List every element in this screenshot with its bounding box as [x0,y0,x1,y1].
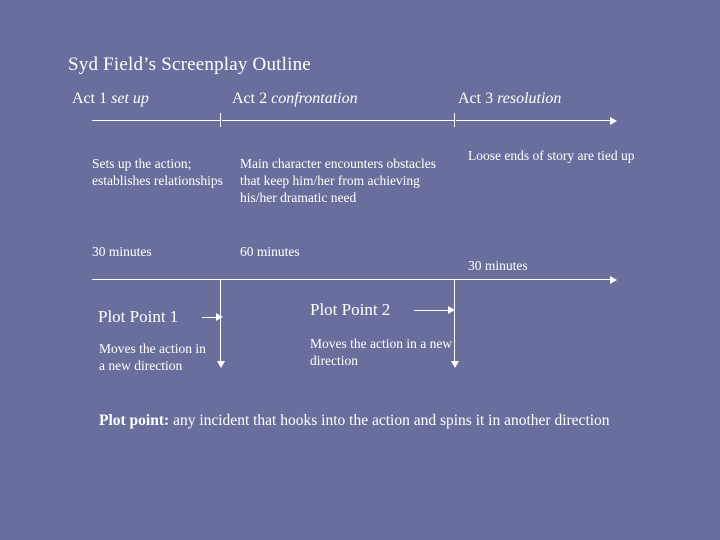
arrow-right-icon [448,306,455,314]
act-1-description: Sets up the action; establishes relation… [92,156,223,188]
act-2-heading: Act 2 confrontation [232,90,358,108]
arrow-down-icon [451,361,459,368]
plot-point-2-description: Moves the action in a new direction [310,336,453,368]
plot-point-1-pointer-line [202,317,218,318]
plot-point-1-description: Moves the action in a new direction [99,341,206,373]
act-3-heading: Act 3 resolution [458,90,561,108]
timeline-segment-act2 [222,120,454,121]
act-3-heading-italic: resolution [497,90,562,107]
act-1-heading: Act 1 set up [72,90,149,108]
arrow-right-icon [216,313,223,321]
plot-point-definition-rest: any incident that hooks into the action … [169,412,610,429]
arrow-right-icon [610,276,617,284]
plot-point-1-connector [220,280,221,362]
plot-point-definition: Plot point: any incident that hooks into… [99,410,659,432]
act-1-heading-plain: Act 1 [72,90,112,107]
act-3-description: Loose ends of story are tied up [468,148,635,163]
plot-point-1-label: Plot Point 1 [98,307,179,326]
timeline-segment-act1 [92,120,220,121]
act-2-heading-plain: Act 2 [232,90,272,107]
arrow-right-icon [610,117,617,125]
plot-point-2-connector [454,280,455,362]
act-1-duration: 30 minutes [92,244,152,259]
page-title: Syd Field’s Screenplay Outline [68,54,311,75]
act-3-heading-plain: Act 3 [458,90,498,107]
timeline-segment-act3 [456,120,611,121]
act-2-description: Main character encounters obstacles that… [240,156,437,205]
arrow-down-icon [217,361,225,368]
act-1-heading-italic: set up [111,90,149,107]
act-2-heading-italic: confrontation [271,90,358,107]
act-2-duration: 60 minutes [240,244,300,259]
timeline-divider-2 [454,113,455,127]
timeline-bottom [92,279,611,280]
plot-point-definition-lead: Plot point: [99,412,170,429]
timeline-divider-1 [220,113,221,127]
plot-point-2-pointer-line [414,310,450,311]
act-3-duration: 30 minutes [468,258,528,273]
plot-point-2-label: Plot Point 2 [310,300,391,319]
